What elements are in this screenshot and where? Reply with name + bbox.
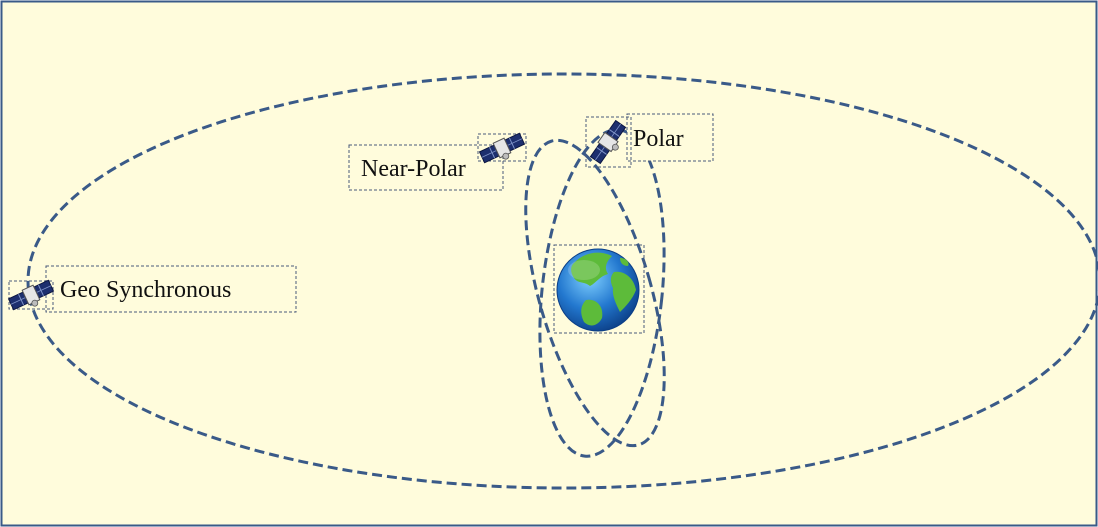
geo-synchronous-label: Geo Synchronous bbox=[60, 277, 232, 303]
near-polar-orbit-path bbox=[524, 138, 666, 448]
near-polar-satellite-box bbox=[477, 133, 527, 162]
near-polar-label-box bbox=[348, 144, 504, 191]
geo-label-box bbox=[45, 265, 297, 313]
polar-label-box bbox=[626, 113, 714, 162]
near-polar-label: Near-Polar bbox=[361, 156, 466, 182]
polar-label: Polar bbox=[633, 126, 684, 152]
earth-box bbox=[553, 244, 645, 334]
polar-satellite-box bbox=[585, 116, 632, 168]
earth-icon bbox=[556, 248, 640, 332]
geo-satellite-box bbox=[8, 280, 54, 310]
geo-orbit-path bbox=[26, 72, 1098, 490]
